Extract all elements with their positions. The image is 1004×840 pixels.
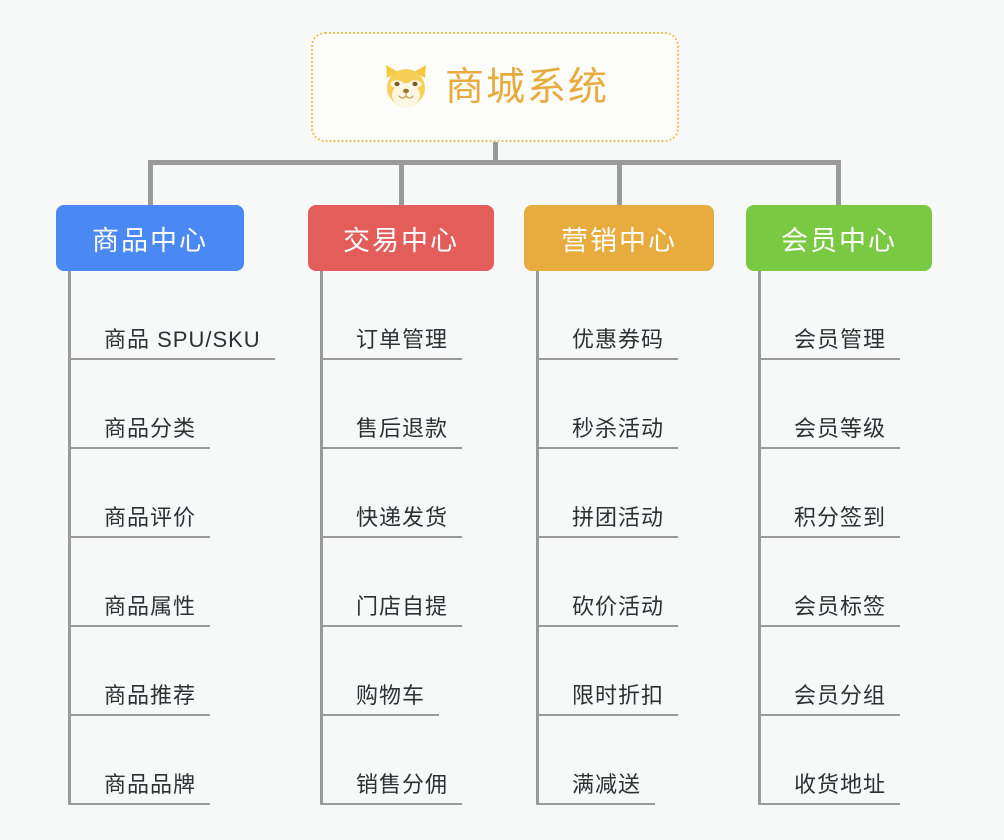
connector-drop-3 [836,160,841,208]
branch-spine [536,271,539,805]
category-box-product-center[interactable]: 商品中心 [56,205,244,271]
leaf-label: 会员管理 [758,326,901,360]
category-box-trade-center[interactable]: 交易中心 [308,205,494,271]
leaf-label: 会员等级 [758,415,901,449]
category-label: 交易中心 [343,225,459,256]
connector-root-stem [493,142,498,162]
category-box-member-center[interactable]: 会员中心 [746,205,932,271]
category-box-marketing-center[interactable]: 营销中心 [524,205,714,271]
branch-spine [758,271,761,805]
leaf-label: 售后退款 [320,415,463,449]
leaf-list-marketing-center: 优惠券码 秒杀活动 拼团活动 砍价活动 限时折扣 满减送 [536,271,714,805]
leaf-label: 快递发货 [320,504,463,538]
category-label: 会员中心 [781,225,897,256]
list-item[interactable]: 销售分佣 [320,716,494,805]
leaf-label: 购物车 [320,682,440,716]
list-item[interactable]: 商品推荐 [68,627,244,716]
list-item[interactable]: 砍价活动 [536,538,714,627]
leaf-label: 销售分佣 [320,771,463,805]
shiba-dog-icon [381,64,431,110]
leaf-label: 拼团活动 [536,504,679,538]
connector-horizontal-bus [148,160,840,165]
list-item[interactable]: 限时折扣 [536,627,714,716]
connector-drop-1 [399,160,404,208]
list-item[interactable]: 满减送 [536,716,714,805]
list-item[interactable]: 购物车 [320,627,494,716]
root-node[interactable]: 商城系统 [311,32,679,142]
leaf-label: 满减送 [536,771,656,805]
list-item[interactable]: 商品属性 [68,538,244,627]
leaf-label: 积分签到 [758,504,901,538]
list-item[interactable]: 商品 SPU/SKU [68,271,275,360]
list-item[interactable]: 会员标签 [758,538,932,627]
list-item[interactable]: 门店自提 [320,538,494,627]
category-label: 营销中心 [561,225,677,256]
branch-trade-center: 交易中心 订单管理 售后退款 快递发货 门店自提 购物车 销售分佣 [308,205,494,805]
leaf-label: 商品属性 [68,593,211,627]
leaf-list-product-center: 商品 SPU/SKU 商品分类 商品评价 商品属性 商品推荐 商品品牌 [68,271,275,805]
leaf-label: 商品评价 [68,504,211,538]
leaf-label: 商品分类 [68,415,211,449]
branch-marketing-center: 营销中心 优惠券码 秒杀活动 拼团活动 砍价活动 限时折扣 满减送 [524,205,714,805]
connector-drop-0 [148,160,153,208]
leaf-label: 会员分组 [758,682,901,716]
list-item[interactable]: 拼团活动 [536,449,714,538]
list-item[interactable]: 商品品牌 [68,716,244,805]
list-item[interactable]: 秒杀活动 [536,360,714,449]
branch-spine [68,271,71,805]
list-item[interactable]: 会员管理 [758,271,932,360]
list-item[interactable]: 积分签到 [758,449,932,538]
category-label: 商品中心 [92,225,208,256]
branch-product-center: 商品中心 商品 SPU/SKU 商品分类 商品评价 商品属性 商品推荐 商品品牌 [56,205,275,805]
root-title: 商城系统 [444,65,609,109]
list-item[interactable]: 订单管理 [320,271,494,360]
list-item[interactable]: 收货地址 [758,716,932,805]
branch-member-center: 会员中心 会员管理 会员等级 积分签到 会员标签 会员分组 收货地址 [746,205,932,805]
leaf-label: 秒杀活动 [536,415,679,449]
leaf-label: 砍价活动 [536,593,679,627]
list-item[interactable]: 会员等级 [758,360,932,449]
list-item[interactable]: 商品评价 [68,449,244,538]
leaf-label: 会员标签 [758,593,901,627]
list-item[interactable]: 商品分类 [68,360,244,449]
leaf-label: 收货地址 [758,771,901,805]
list-item[interactable]: 会员分组 [758,627,932,716]
leaf-label: 订单管理 [320,326,463,360]
leaf-list-trade-center: 订单管理 售后退款 快递发货 门店自提 购物车 销售分佣 [320,271,494,805]
leaf-list-member-center: 会员管理 会员等级 积分签到 会员标签 会员分组 收货地址 [758,271,932,805]
leaf-label: 商品 SPU/SKU [68,326,275,360]
leaf-label: 优惠券码 [536,326,679,360]
list-item[interactable]: 售后退款 [320,360,494,449]
list-item[interactable]: 优惠券码 [536,271,714,360]
leaf-label: 限时折扣 [536,682,679,716]
list-item[interactable]: 快递发货 [320,449,494,538]
leaf-label: 门店自提 [320,593,463,627]
branch-spine [320,271,323,805]
leaf-label: 商品品牌 [68,771,211,805]
connector-drop-2 [617,160,622,208]
leaf-label: 商品推荐 [68,682,211,716]
